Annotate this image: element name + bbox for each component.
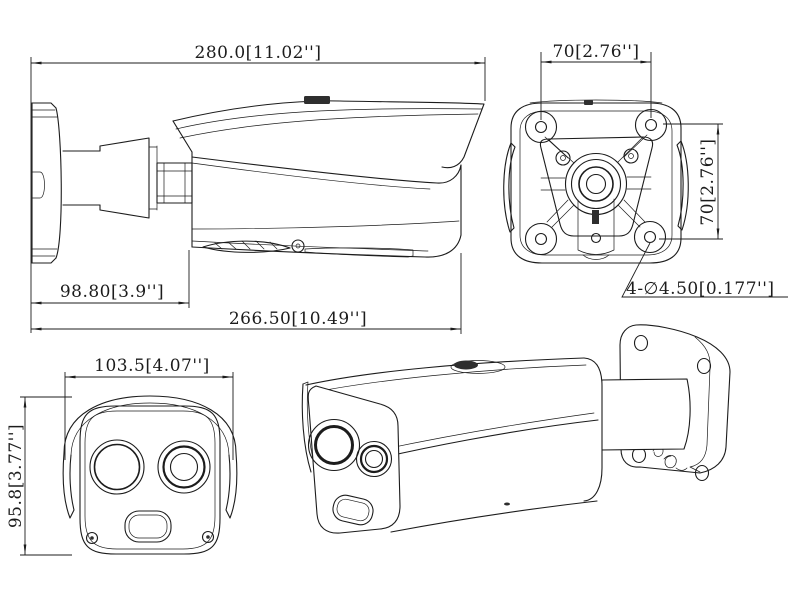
camera-front	[62, 395, 238, 555]
persp-plate-holes	[631, 334, 712, 482]
top-silhouette	[305, 357, 585, 386]
dim-hole-spacing-v: 70[2.76'']	[659, 123, 723, 240]
plate-screws	[555, 148, 639, 166]
front-body	[79, 405, 221, 555]
body-length-label: 266.50[10.49'']	[229, 309, 367, 329]
top-marker	[584, 100, 593, 105]
dim-hole-spacing-h: 70[2.76'']	[540, 42, 652, 120]
camera-body-side	[172, 96, 485, 258]
back-cap	[583, 357, 603, 502]
hole-spacing-v-label: 70[2.76'']	[698, 138, 718, 225]
persp-optical-lens	[355, 440, 393, 478]
callout-mounting-holes: 4-∅4.50[0.177'']	[621, 242, 788, 299]
persp-ir-window	[332, 494, 374, 526]
front-screws	[85, 530, 215, 545]
persp-top-knob	[454, 360, 478, 370]
front-width-label: 103.5[4.07'']	[94, 356, 210, 376]
mount-plate-edge	[31, 102, 62, 264]
extension-line	[20, 396, 72, 556]
shield-right-flap	[225, 452, 238, 519]
mounting-holes-label: 4-∅4.50[0.177'']	[626, 279, 775, 299]
dim-body-length: 266.50[10.49'']	[31, 253, 462, 334]
extension-line	[64, 372, 234, 460]
bottom-clip	[202, 240, 291, 253]
dim-front-height: 95.8[3.77'']	[6, 396, 72, 556]
ir-illuminator-window	[124, 510, 172, 543]
hex-nut	[156, 162, 193, 204]
overall-length-label: 280.0[11.02'']	[195, 43, 322, 63]
dim-overall-length: 280.0[11.02'']	[30, 43, 486, 333]
hole-spacing-h-label: 70[2.76'']	[552, 42, 639, 62]
mount-plate-rear	[510, 99, 682, 264]
small-hole	[590, 232, 602, 244]
plate-notch	[31, 171, 45, 199]
bottom-screw	[291, 239, 305, 253]
bottom-silhouette	[390, 500, 598, 533]
shield-front-edge	[301, 383, 312, 473]
bracket-joint	[62, 137, 193, 219]
front-view: 103.5[4.07''] 95.8[3.77'']	[6, 356, 238, 556]
persp-front-face	[307, 385, 401, 534]
sun-shield-outline	[172, 100, 485, 169]
leader-line	[621, 242, 788, 298]
dim-rear-section: 98.80[3.9'']	[31, 250, 190, 308]
rear-view: 70[2.76''] 70[2.76''] 4-∅4.50[0.177'']	[503, 42, 788, 299]
rib-channels	[540, 134, 652, 228]
shield-outer-arc	[63, 395, 237, 454]
thermal-lens	[89, 439, 145, 495]
extension-line	[540, 52, 652, 120]
persp-arm	[596, 378, 691, 451]
front-height-label: 95.8[3.77'']	[6, 424, 26, 528]
knob-base	[450, 360, 506, 374]
mounting-holes	[524, 108, 668, 256]
extension-line	[659, 123, 723, 240]
perspective-view	[301, 324, 731, 536]
rear-section-label: 98.80[3.9'']	[60, 282, 164, 302]
slot	[592, 210, 599, 224]
dim-front-width: 103.5[4.07'']	[64, 356, 234, 460]
center-mount-boss	[564, 152, 628, 216]
inner-plate	[539, 136, 654, 237]
side-view: 280.0[11.02'']	[30, 43, 486, 334]
top-screw-knob	[304, 96, 330, 104]
persp-thermal-lens	[307, 418, 361, 472]
shield-left-flap	[62, 452, 75, 519]
cable-cover	[304, 247, 414, 258]
optical-lens	[157, 440, 211, 494]
